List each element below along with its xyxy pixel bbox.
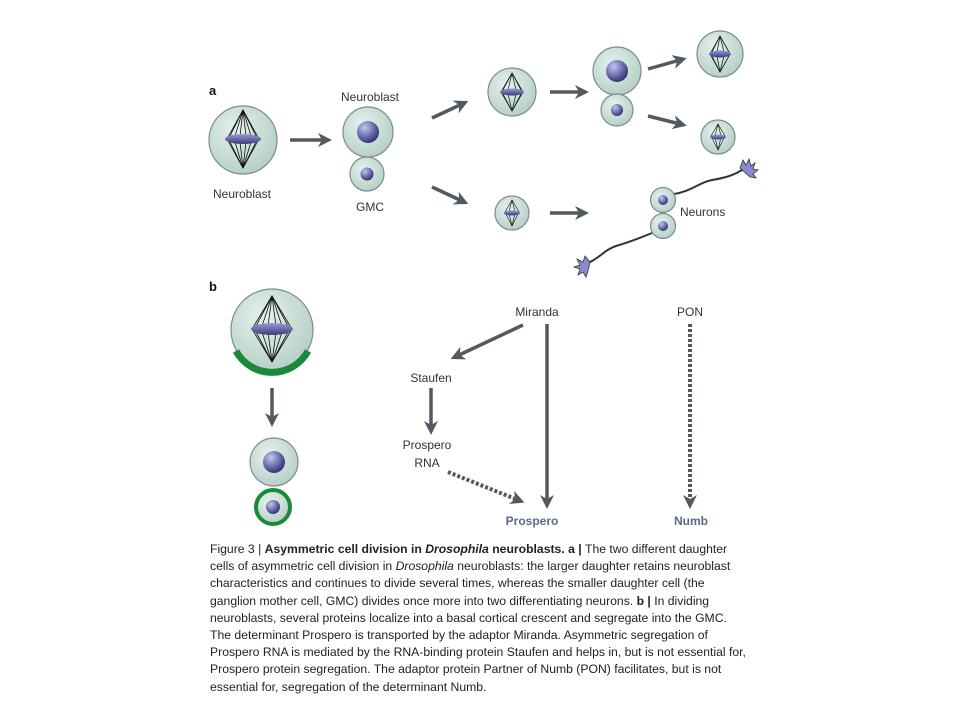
dividing-neuroblast-cell <box>208 105 278 175</box>
gmc-with-determinants <box>254 488 292 526</box>
figure-illustration: a b Neuroblast Neuroblast GMC <box>208 30 759 528</box>
arrow-miranda-staufen <box>450 323 524 360</box>
caption-title-2: neuroblasts. a | <box>488 542 586 556</box>
caption-figure-label: Figure 3 | <box>210 542 265 556</box>
label-miranda: Miranda <box>515 305 559 319</box>
caption-text-a1: The two different daughter cells of asym… <box>210 542 728 574</box>
label-gmc: GMC <box>356 200 384 214</box>
label-numb: Numb <box>674 514 708 528</box>
arrow-rna-prospero <box>447 470 525 504</box>
panel-b-label: b <box>209 279 217 294</box>
neuroblast-daughter-cell-b <box>249 437 299 487</box>
neuroblast-daughter-cell <box>342 106 394 158</box>
label-staufen: Staufen <box>410 371 451 385</box>
caption-title-1: Asymmetric cell division in <box>264 542 426 556</box>
label-neurons: Neurons <box>680 205 725 219</box>
label-pon: PON <box>677 305 703 319</box>
arrow-neuroblast-branch <box>431 100 469 120</box>
dividing-neuroblast-cell-2 <box>487 67 537 117</box>
dividing-gmc-cell <box>700 119 736 155</box>
neuroblast-with-basal-crescent <box>230 288 314 376</box>
dividing-neuroblast-cell-3 <box>696 30 744 78</box>
basal-crescent <box>232 349 312 376</box>
neuron-cells <box>572 157 759 278</box>
arrow-gmc-branch <box>431 185 469 205</box>
neuroblast-daughter-cell-2 <box>592 46 642 96</box>
figure-caption: Figure 3 | Asymmetric cell division in D… <box>210 541 750 696</box>
caption-b-label: b | <box>636 593 655 608</box>
arrow-division-4 <box>647 114 687 130</box>
label-neuroblast-left: Neuroblast <box>213 187 272 201</box>
dividing-gmc-cell-2 <box>494 195 530 231</box>
gmc-cell-2 <box>600 93 634 127</box>
label-prospero-protein: Prospero <box>506 514 559 528</box>
arrow-division-3 <box>647 55 687 71</box>
gmc-cell <box>349 156 385 192</box>
caption-text-a-italic: Drosophila <box>395 559 454 574</box>
caption-text-b: In dividing neuroblasts, several protein… <box>210 593 746 694</box>
label-prospero-rna-2: RNA <box>414 456 439 470</box>
panel-a-label: a <box>209 83 217 98</box>
label-prospero-rna-1: Prospero <box>403 438 452 452</box>
label-neuroblast-top: Neuroblast <box>341 90 400 104</box>
caption-text-a2: neuroblasts: the larger daughter retains… <box>210 559 731 608</box>
caption-title-italic: Drosophila <box>425 542 489 556</box>
